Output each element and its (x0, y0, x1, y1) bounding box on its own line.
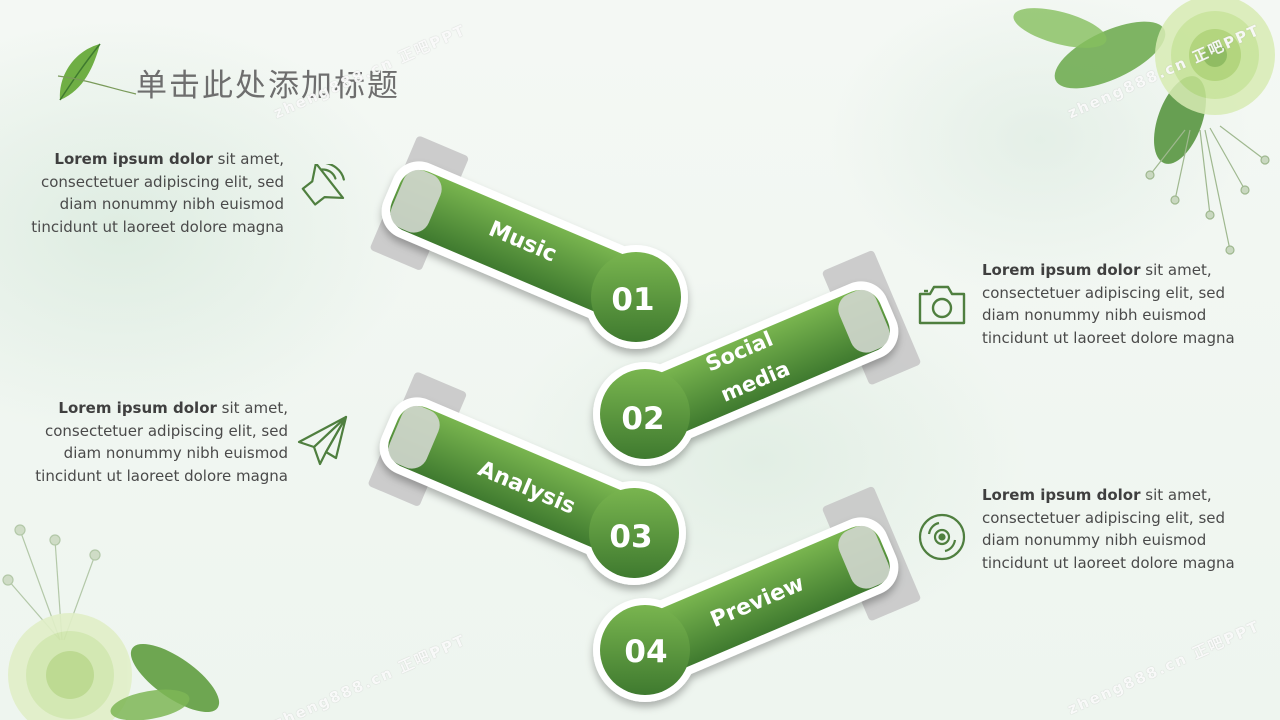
description-4-line3: diam nonummy nibh euismod (982, 531, 1207, 549)
step-1-number: 01 (611, 282, 654, 318)
step-4[interactable] (593, 486, 922, 702)
speaker-icon (301, 164, 345, 206)
description-4-line2: consectetuer adipiscing elit, sed (982, 508, 1226, 527)
description-1-line2: consectetuer adipiscing elit, sed (40, 172, 284, 191)
description-2-bold: Lorem ipsum dolor (982, 261, 1141, 279)
description-3-bold: Lorem ipsum dolor (58, 399, 217, 417)
description-2-line3: diam nonummy nibh euismod (982, 306, 1207, 324)
step-3[interactable] (367, 371, 686, 585)
description-4[interactable]: Lorem ipsum dolor sit amet, consectetuer… (982, 484, 1280, 574)
page-title[interactable]: 单击此处添加标题 (136, 68, 400, 104)
description-4-line4: tincidunt ut laoreet dolore magna (982, 553, 1235, 572)
camera-icon (918, 285, 966, 325)
description-3-line3: diam nonummy nibh euismod (63, 444, 288, 462)
step-2[interactable] (593, 250, 922, 466)
description-4-bold: Lorem ipsum dolor (982, 486, 1141, 504)
description-1-bold: Lorem ipsum dolor (54, 150, 213, 168)
description-1[interactable]: Lorem ipsum dolor sit amet, consectetuer… (0, 148, 284, 238)
step-3-number: 03 (609, 519, 652, 555)
paper-plane-icon (297, 415, 348, 466)
flower-bottom-left-decoration (2, 524, 220, 720)
description-2-line2: consectetuer adipiscing elit, sed (982, 283, 1226, 302)
description-2-line4: tincidunt ut laoreet dolore magna (982, 328, 1235, 347)
description-4-rest: sit amet, (1140, 486, 1212, 504)
description-3-line4: tincidunt ut laoreet dolore magna (35, 466, 288, 485)
description-2[interactable]: Lorem ipsum dolor sit amet, consectetuer… (982, 259, 1280, 349)
description-1-line3: diam nonummy nibh euismod (59, 195, 284, 213)
step-2-number: 02 (621, 401, 664, 437)
step-1[interactable] (369, 135, 688, 349)
description-3-line2: consectetuer adipiscing elit, sed (44, 421, 288, 440)
description-1-line4: tincidunt ut laoreet dolore magna (31, 217, 284, 236)
description-2-rest: sit amet, (1140, 261, 1212, 279)
description-3[interactable]: Lorem ipsum dolor sit amet, consectetuer… (0, 397, 288, 487)
description-3-rest: sit amet, (216, 399, 288, 417)
description-1-rest: sit amet, (212, 150, 284, 168)
flower-top-right-decoration (1013, 0, 1275, 255)
step-4-number: 04 (624, 634, 667, 670)
leaf-decoration-icon (57, 43, 137, 101)
vinyl-disc-icon (918, 513, 966, 561)
